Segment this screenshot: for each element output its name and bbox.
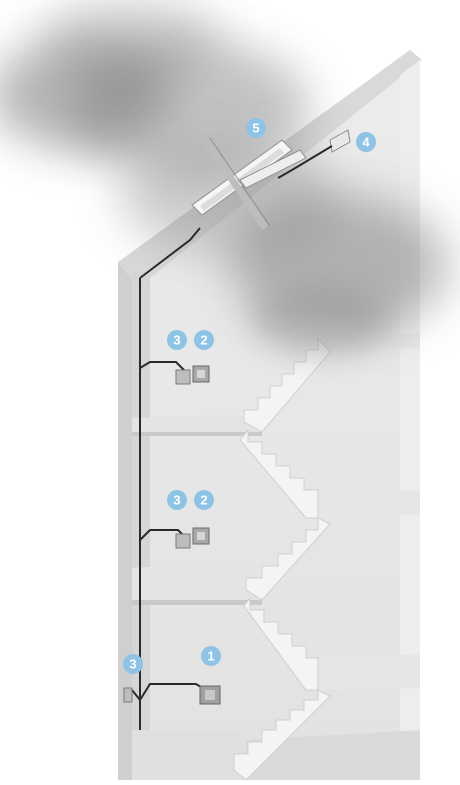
badge-2-mid: 2 bbox=[194, 490, 214, 510]
svg-text:3: 3 bbox=[129, 657, 136, 672]
floor-slab-upper-edge bbox=[132, 432, 262, 436]
floors bbox=[132, 334, 420, 780]
vent-strut-1 bbox=[202, 138, 268, 230]
cable-upper-floor bbox=[139, 361, 185, 371]
landing-mid-right bbox=[318, 490, 420, 518]
floor-slab-upper bbox=[132, 414, 262, 432]
badge-1: 1 bbox=[201, 646, 221, 666]
svg-text:2: 2 bbox=[200, 493, 207, 508]
svg-text:3: 3 bbox=[173, 333, 180, 348]
cabling bbox=[126, 145, 333, 730]
badge-5: 5 bbox=[246, 118, 266, 138]
vent-button-upper-face bbox=[197, 370, 205, 378]
central-control-unit-face bbox=[205, 690, 215, 700]
svg-text:4: 4 bbox=[362, 135, 370, 150]
stair-flight-3 bbox=[245, 517, 331, 601]
stair-flight-4 bbox=[243, 596, 319, 691]
svg-text:1: 1 bbox=[207, 649, 214, 664]
badge-3-top: 3 bbox=[167, 330, 187, 350]
floor-slab-middle bbox=[132, 560, 262, 600]
vent-strut-2 bbox=[209, 137, 271, 227]
smoke-clouds bbox=[0, 0, 450, 355]
badge-4: 4 bbox=[356, 132, 376, 152]
control-panel-box bbox=[329, 129, 351, 153]
badge-2-top: 2 bbox=[194, 330, 214, 350]
ground-floor-right bbox=[246, 730, 420, 780]
outer-left-wall bbox=[118, 255, 132, 780]
vent-actuator bbox=[239, 149, 307, 189]
stair-flight-1 bbox=[243, 336, 331, 433]
cable-middle-floor bbox=[139, 529, 185, 541]
badge-3-bottom: 3 bbox=[123, 654, 143, 674]
svg-text:3: 3 bbox=[173, 493, 180, 508]
break-glass-upper bbox=[175, 369, 191, 385]
wall-devices bbox=[123, 365, 221, 705]
break-glass-ground bbox=[123, 687, 133, 703]
floor-slab-middle-edge bbox=[132, 600, 262, 605]
svg-text:5: 5 bbox=[252, 121, 259, 136]
number-badges: 5 4 3 2 3 2 1 3 bbox=[123, 118, 376, 674]
control-panel-4 bbox=[329, 129, 351, 153]
landing-low-right bbox=[318, 654, 420, 690]
stair-flight-2 bbox=[239, 428, 319, 519]
cable-roof-main bbox=[139, 227, 201, 279]
break-glass-middle bbox=[175, 533, 191, 549]
badge-3-mid: 3 bbox=[167, 490, 187, 510]
vent-button-middle-face bbox=[197, 532, 205, 540]
cable-roof bbox=[277, 145, 333, 179]
ground-floor bbox=[132, 730, 246, 780]
stair-flight-5 bbox=[233, 689, 331, 781]
svg-text:2: 2 bbox=[200, 333, 207, 348]
smoke-cloud-right-lower bbox=[250, 285, 390, 355]
stairs bbox=[233, 336, 331, 781]
roof-smoke-vent bbox=[191, 137, 307, 230]
smoke-cloud-far-top bbox=[40, 0, 220, 80]
